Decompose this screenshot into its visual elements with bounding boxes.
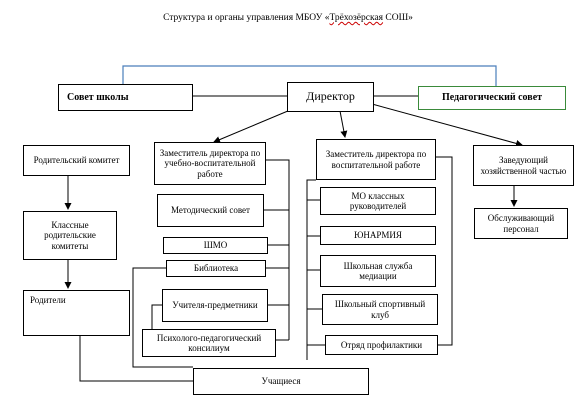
yunarmia-box: ЮНАРМИЯ bbox=[320, 226, 436, 245]
staff-box: Обслуживающий персонал bbox=[474, 208, 568, 239]
class-parent-committees-label: Классные родительские комитеты bbox=[44, 219, 96, 251]
director-label: Директор bbox=[306, 89, 355, 104]
library-label: Библиотека bbox=[193, 263, 239, 274]
sport-club-box: Школьный спортивный клуб bbox=[322, 294, 438, 325]
deputy-vr-label: Заместитель директора по воспитательной … bbox=[325, 149, 427, 170]
method-council-label: Методический совет bbox=[171, 205, 250, 216]
council-bracket-line bbox=[122, 65, 497, 86]
director-box: Директор bbox=[287, 82, 374, 112]
arrow-to-deputy-uvr bbox=[213, 107, 296, 143]
parents-label: Родители bbox=[30, 295, 66, 305]
mo-class-box: МО классных руководителей bbox=[320, 187, 436, 215]
arrow-to-head-econ bbox=[371, 103, 523, 147]
title-prefix: Структура и органы управления МБОУ « bbox=[163, 13, 330, 23]
ppk-label: Психолого-педагогический консилиум bbox=[156, 332, 262, 353]
library-students-line bbox=[132, 267, 193, 368]
title-suffix: СОШ» bbox=[383, 13, 413, 23]
page-title: Структура и органы управления МБОУ «Трёх… bbox=[0, 13, 576, 23]
prevention-label: Отряд профилактики bbox=[340, 339, 423, 350]
head-econ-box: Заведующий хозяйственной частью bbox=[473, 145, 574, 186]
deputy-vr-box: Заместитель директора по воспитательной … bbox=[316, 139, 436, 180]
arrow-to-deputy-vr bbox=[339, 110, 348, 138]
deputy-uvr-label: Заместитель директора по учебно-воспитат… bbox=[159, 147, 261, 179]
vr-bus-line bbox=[306, 179, 316, 360]
head-econ-label: Заведующий хозяйственной частью bbox=[480, 155, 567, 176]
teachers-box: Учителя-предметники bbox=[162, 289, 268, 322]
class-parent-committees-box: Классные родительские комитеты bbox=[23, 211, 117, 260]
title-school-name: Трёхозёрская bbox=[329, 13, 384, 23]
school-council-box: Совет школы bbox=[58, 84, 193, 111]
mediation-label: Школьная служба медиации bbox=[343, 260, 413, 281]
sport-club-label: Школьный спортивный клуб bbox=[334, 299, 426, 320]
vr-right-bracket bbox=[436, 156, 453, 346]
library-box: Библиотека bbox=[166, 260, 266, 277]
parent-committee-label: Родительский комитет bbox=[33, 155, 120, 166]
school-council-label: Совет школы bbox=[67, 91, 129, 103]
mo-class-label: МО классных руководителей bbox=[349, 190, 407, 211]
uvr-bus-line bbox=[266, 159, 290, 340]
parents-students-line bbox=[79, 336, 193, 382]
ped-council-box: Педагогический совет bbox=[418, 86, 566, 110]
parents-box: Родители bbox=[23, 290, 130, 336]
ppk-box: Психолого-педагогический консилиум bbox=[142, 329, 276, 357]
yunarmia-label: ЮНАРМИЯ bbox=[354, 230, 402, 241]
teachers-label: Учителя-предметники bbox=[172, 300, 258, 311]
prevention-box: Отряд профилактики bbox=[325, 335, 438, 355]
shmo-box: ШМО bbox=[163, 237, 268, 254]
mediation-box: Школьная служба медиации bbox=[320, 255, 436, 287]
method-council-box: Методический совет bbox=[157, 194, 264, 227]
students-label: Учащиеся bbox=[261, 376, 301, 387]
students-box: Учащиеся bbox=[193, 368, 369, 395]
ped-council-label: Педагогический совет bbox=[441, 92, 543, 104]
shmo-label: ШМО bbox=[203, 240, 228, 251]
deputy-uvr-box: Заместитель директора по учебно-воспитат… bbox=[154, 142, 266, 185]
parent-committee-box: Родительский комитет bbox=[23, 145, 130, 176]
staff-label: Обслуживающий персонал bbox=[487, 213, 555, 234]
